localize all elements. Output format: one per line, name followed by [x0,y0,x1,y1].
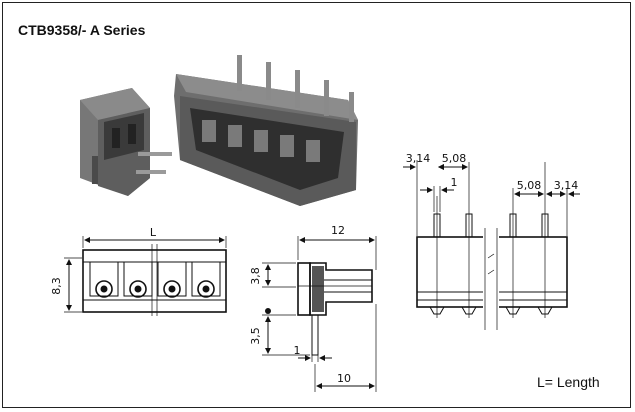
right-edge-label: 3,14 [554,179,579,192]
depth-label: 12 [331,224,345,237]
upper-height-label: 3,8 [249,267,262,285]
connector-large-photo [174,55,358,206]
pin-length-label: 3,5 [249,327,262,345]
left-pin-label: 1 [451,176,458,189]
front-view [64,236,227,316]
side-view [262,236,377,392]
pin-width-label: 1 [294,344,301,357]
drawing-frame [2,2,631,408]
length-legend: L= Length [537,374,600,390]
width-label: L [150,226,157,239]
bottom-length-label: 10 [337,372,351,385]
connector-photo [80,55,358,206]
page-title: CTB9358/- A Series [18,22,146,38]
screw-icon [95,280,215,298]
right-pitch-label: 5,08 [517,179,542,192]
height-label: 8,3 [50,277,63,295]
left-edge-label: 3,14 [406,152,431,165]
connector-small-photo [80,88,172,196]
left-pitch-label: 5,08 [442,152,467,165]
pin-view [403,160,580,330]
